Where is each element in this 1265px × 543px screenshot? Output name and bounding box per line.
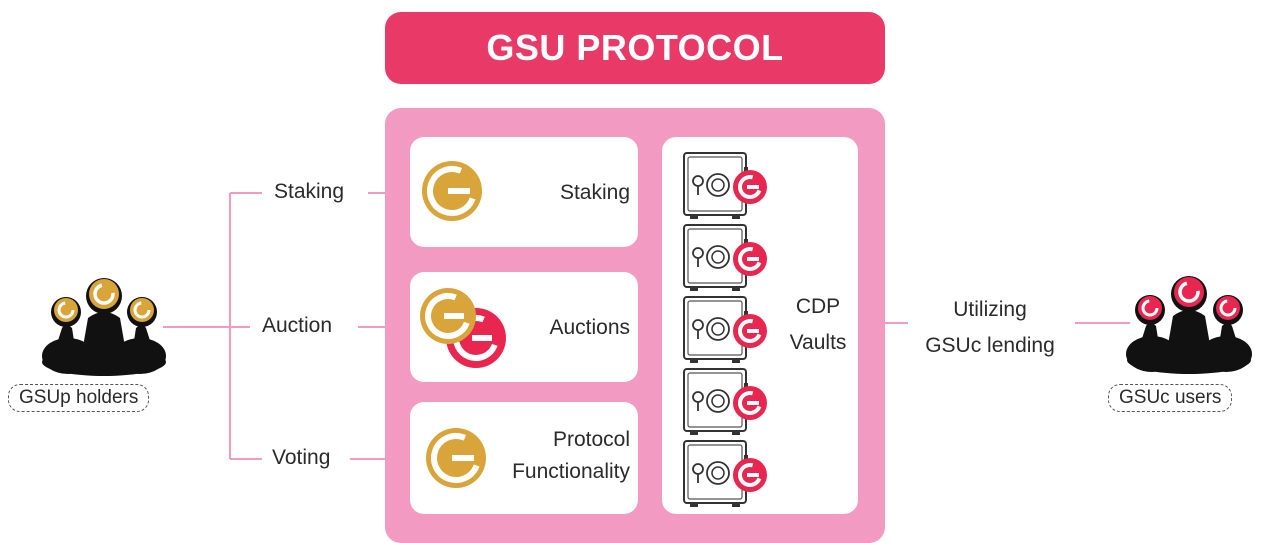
branch-label-staking: Staking [274,180,345,203]
protocol-functionality-label: Protocol Functionality [512,428,630,483]
staking-card-label: Staking [559,181,630,204]
protocol-title: GSU PROTOCOL [486,27,784,68]
branch-label-voting: Voting [272,446,331,469]
cdp-vaults-card: CDP Vaults [662,137,858,514]
safe-with-red-g-coin-icon [682,439,778,514]
gsup-holders-label: GSUp holders [8,384,150,412]
auctions-card-label: Auctions [549,316,630,339]
gsup-holders-group-icon [42,278,166,376]
protocol-title-bar: GSU PROTOCOL [385,12,885,84]
gsuc-users-group-icon [1126,276,1252,374]
safe-with-red-g-coin-icon [682,223,778,298]
safe-with-red-g-coin-icon [682,367,778,442]
cdp-vaults-label: CDP Vaults [789,295,847,354]
branch-label-auction: Auction [262,314,333,337]
safe-with-red-g-coin-icon [682,295,778,370]
staking-card: Staking [410,137,638,247]
protocol-functionality-card: Protocol Functionality [410,402,638,514]
vault-stack [682,151,772,507]
auctions-card: Auctions [410,272,638,382]
safe-with-red-g-coin-icon [682,151,778,226]
utilizing-lending-label: Utilizing GSUc lending [925,298,1055,357]
gold-and-red-g-coins-icon [420,288,506,368]
gold-g-coin-icon [422,161,482,221]
gold-g-coin-icon [426,428,486,488]
gsuc-users-label: GSUc users [1108,384,1233,412]
